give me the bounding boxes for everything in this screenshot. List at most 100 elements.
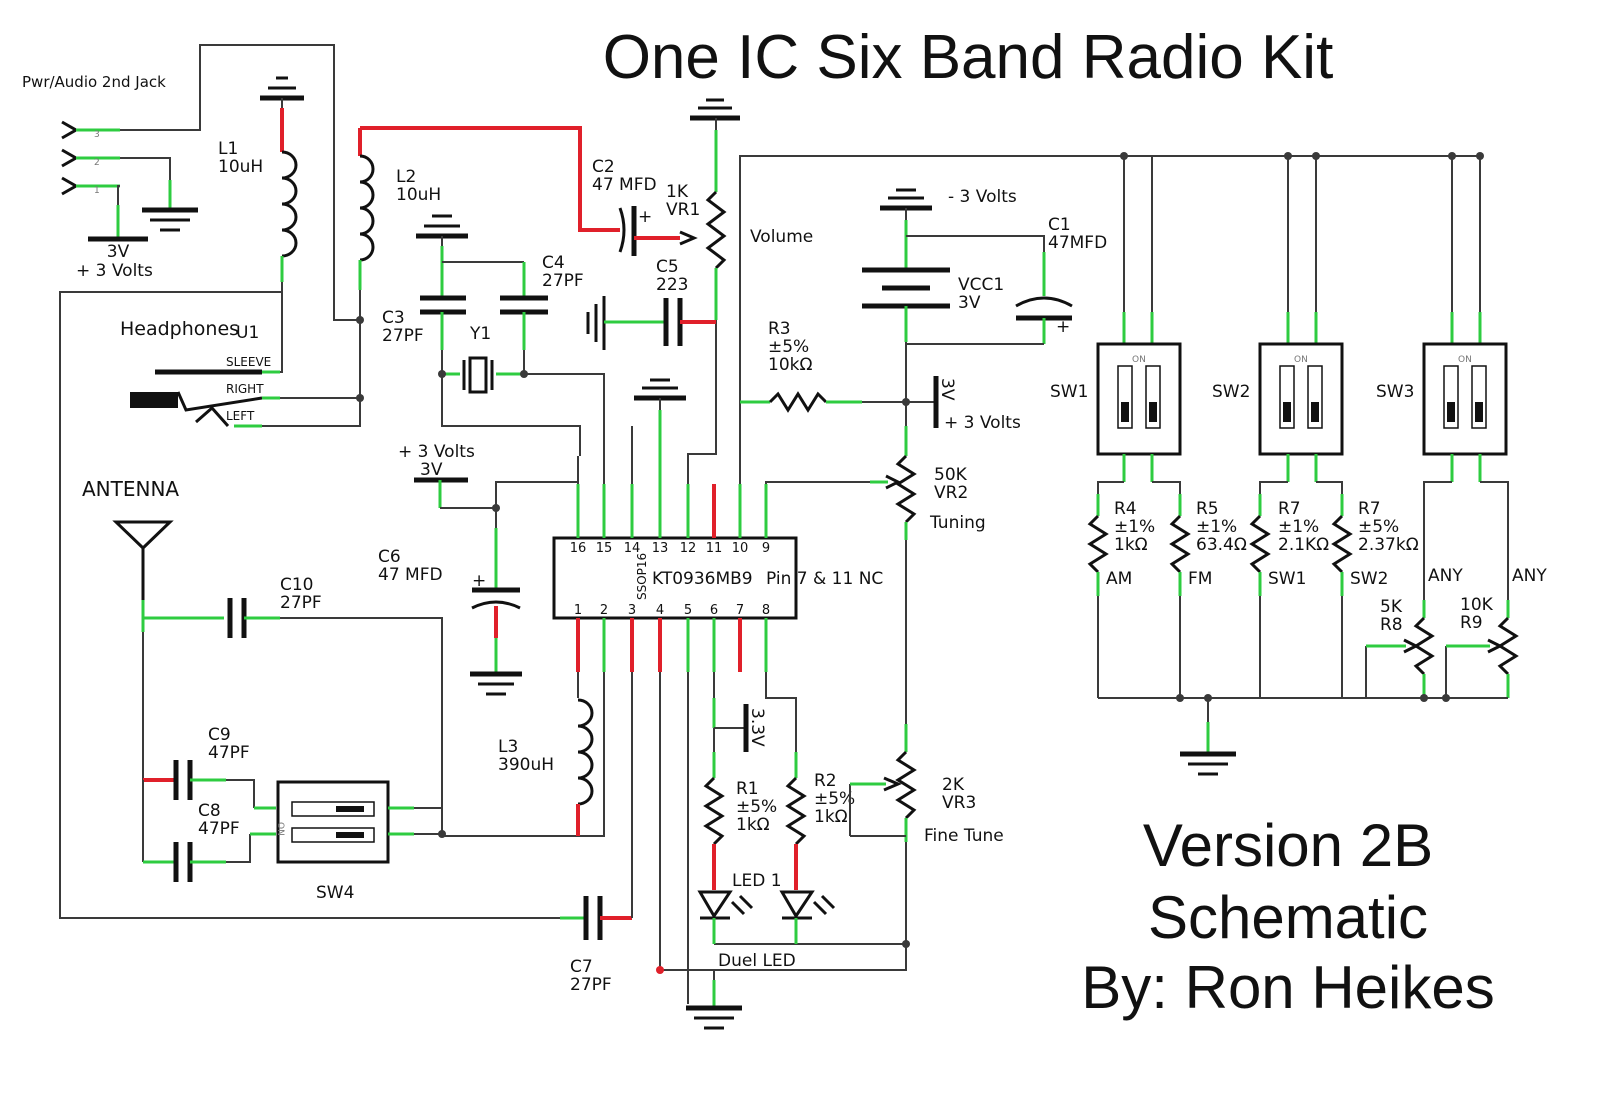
y1-name: Y1 bbox=[469, 324, 491, 344]
c6-name: C6 bbox=[378, 547, 401, 567]
r4-band: AM bbox=[1106, 569, 1132, 589]
svg-text:3: 3 bbox=[628, 603, 636, 618]
vcc1-value: 3V bbox=[958, 293, 981, 313]
sw4-on: ON bbox=[275, 822, 285, 836]
c2-name: C2 bbox=[592, 157, 615, 177]
vr3-name: VR3 bbox=[942, 793, 976, 813]
svg-text:16: 16 bbox=[570, 541, 587, 556]
c8-value: 47PF bbox=[198, 819, 240, 839]
l3-name: L3 bbox=[498, 737, 518, 757]
r3-value: 10kΩ bbox=[768, 355, 812, 375]
band-switch-bus bbox=[1120, 152, 1484, 344]
r5-name: R5 bbox=[1196, 499, 1219, 519]
diagram-title: One IC Six Band Radio Kit bbox=[603, 23, 1334, 92]
c7-name: C7 bbox=[570, 957, 593, 977]
vr2-value: 50K bbox=[934, 465, 968, 485]
l2-value: 10uH bbox=[396, 185, 441, 205]
r7a-band: SW1 bbox=[1268, 569, 1306, 589]
sw3-name: SW3 bbox=[1376, 382, 1414, 402]
left-label: LEFT bbox=[226, 409, 255, 423]
antenna-switch-section: ON C9 47PF C8 47PF SW4 bbox=[142, 672, 605, 903]
capacitor-c6: + C6 47 MFD bbox=[378, 508, 522, 696]
c5-value: 223 bbox=[656, 275, 688, 295]
r4-tol: ±1% bbox=[1114, 517, 1155, 537]
svg-text:10: 10 bbox=[732, 541, 749, 556]
r7b-band: SW2 bbox=[1350, 569, 1388, 589]
r7b-tol: ±5% bbox=[1358, 517, 1399, 537]
r7a-value: 2.1KΩ bbox=[1278, 535, 1329, 555]
jack-pin-2: 2 bbox=[94, 158, 100, 168]
vr2-name: VR2 bbox=[934, 483, 968, 503]
c4-name: C4 bbox=[542, 253, 565, 273]
r3-vr2-section: 3V + 3 Volts R3 ±5% 10kΩ 50K VR2 Tuning bbox=[740, 319, 1021, 724]
power-audio-jack: Pwr/Audio 2nd Jack 3 2 1 3V + 3 Volts bbox=[22, 44, 360, 321]
l1-value: 10uH bbox=[218, 157, 263, 177]
bottom-ground-bus: Duel LED bbox=[656, 672, 910, 1030]
version-label: Version 2B bbox=[1143, 812, 1433, 879]
r1-value: 1kΩ bbox=[736, 815, 770, 835]
plus3-label: + 3 Volts bbox=[398, 442, 475, 462]
r5-tol: ±1% bbox=[1196, 517, 1237, 537]
vr3-value: 2K bbox=[942, 775, 965, 795]
plus3b-label: + 3 Volts bbox=[944, 413, 1021, 433]
led-r1-branch: 3.3V R1 ±5% 1kΩ LED 1 bbox=[697, 698, 782, 944]
l1-name: L1 bbox=[218, 139, 238, 159]
headphone-jack: Headphones U1 SLEEVE RIGHT LEFT bbox=[120, 292, 364, 428]
r8-value: 5K bbox=[1380, 597, 1403, 617]
c1-name: C1 bbox=[1048, 215, 1071, 235]
v33-name: 3.3V bbox=[747, 708, 767, 747]
r9-name: R9 bbox=[1460, 613, 1483, 633]
c9-value: 47PF bbox=[208, 743, 250, 763]
capacitor-c7: C7 27PF bbox=[560, 672, 633, 995]
c2-value: 47 MFD bbox=[592, 175, 657, 195]
author-label: By: Ron Heikes bbox=[1081, 954, 1495, 1021]
supply-3v-ic: + 3 Volts 3V bbox=[398, 442, 578, 512]
vr3-function: Fine Tune bbox=[924, 826, 1004, 846]
vr2-function: Tuning bbox=[929, 513, 986, 533]
capacitor-c2: + C2 47 MFD bbox=[592, 157, 698, 256]
r9-band: ANY bbox=[1512, 566, 1547, 586]
r7a-tol: ±1% bbox=[1278, 517, 1319, 537]
dip-switch-sw3: ON SW3 bbox=[1376, 342, 1508, 482]
capacitor-c5: C5 223 bbox=[586, 257, 716, 350]
inductor-l3: L3 390uH bbox=[498, 672, 594, 836]
right-label: RIGHT bbox=[226, 382, 264, 396]
jack-3v-label: + 3 Volts bbox=[76, 261, 153, 281]
c10-name: C10 bbox=[280, 575, 314, 595]
sw2-name: SW2 bbox=[1212, 382, 1250, 402]
svg-text:+: + bbox=[472, 571, 486, 591]
dip-switch-sw2: ON SW2 bbox=[1212, 342, 1344, 482]
svg-text:1: 1 bbox=[574, 603, 582, 618]
svg-text:12: 12 bbox=[680, 541, 697, 556]
headphones-ref: U1 bbox=[236, 323, 259, 343]
sw2-on: ON bbox=[1294, 355, 1308, 365]
jack-pin-1: 1 bbox=[94, 186, 100, 196]
sleeve-label: SLEEVE bbox=[226, 355, 271, 369]
c9-name: C9 bbox=[208, 725, 231, 745]
svg-text:9: 9 bbox=[762, 541, 770, 556]
svg-text:+: + bbox=[638, 207, 652, 227]
r4-name: R4 bbox=[1114, 499, 1137, 519]
c7-value: 27PF bbox=[570, 975, 612, 995]
sw1-name: SW1 bbox=[1050, 382, 1088, 402]
svg-text:7: 7 bbox=[736, 603, 744, 618]
ic-note: Pin 7 & 11 NC bbox=[766, 569, 883, 589]
jack-pin-3: 3 bbox=[94, 130, 100, 140]
r7b-value: 2.37kΩ bbox=[1358, 535, 1419, 555]
svg-text:2: 2 bbox=[600, 603, 608, 618]
c1-value: 47MFD bbox=[1048, 233, 1107, 253]
svg-text:14: 14 bbox=[624, 541, 641, 556]
svg-text:13: 13 bbox=[652, 541, 669, 556]
sw4-name: SW4 bbox=[316, 883, 354, 903]
plus3-name: 3V bbox=[420, 460, 443, 480]
r8-band: ANY bbox=[1428, 566, 1463, 586]
antenna-label: ANTENNA bbox=[82, 477, 179, 501]
sw1-on: ON bbox=[1132, 355, 1146, 365]
plus3b-name: 3V bbox=[937, 378, 957, 401]
battery-vcc1: - 3 Volts VCC1 3V + C1 47MFD bbox=[862, 187, 1107, 345]
r1-tol: ±5% bbox=[736, 797, 777, 817]
svg-text:+: + bbox=[1056, 317, 1070, 337]
r5-band: FM bbox=[1188, 569, 1212, 589]
c3-name: C3 bbox=[382, 308, 405, 328]
